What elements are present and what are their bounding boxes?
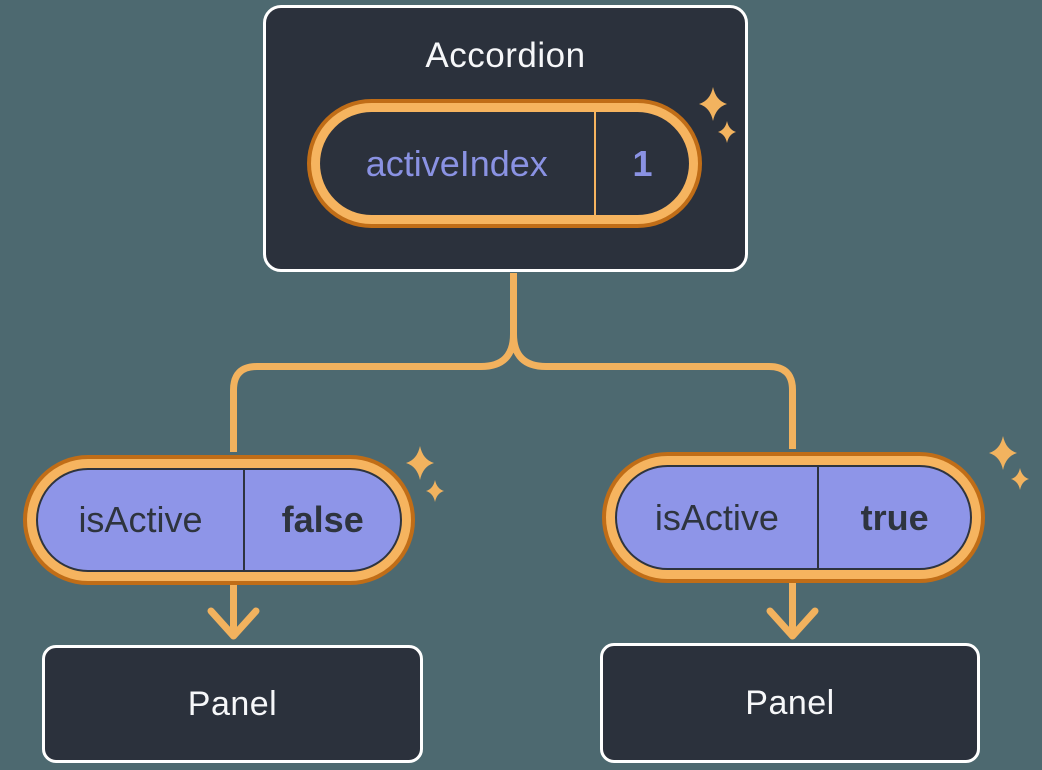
prop-name-right: isActive <box>654 496 779 538</box>
connector-root-left <box>230 273 517 452</box>
sparkle-icon-left-small <box>426 480 444 502</box>
prop-pill-right-divider <box>816 467 820 568</box>
state-pill: activeIndex 1 <box>307 99 702 228</box>
state-value: 1 <box>632 142 653 184</box>
prop-pill-left-body: isActive false <box>36 468 402 572</box>
state-pill-divider <box>593 112 596 215</box>
prop-pill-right-body: isActive true <box>615 465 972 570</box>
state-pill-body: activeIndex 1 <box>320 112 689 215</box>
prop-pill-right-glow: isActive true <box>606 456 981 579</box>
prop-pill-left: isActive false <box>23 455 415 585</box>
accordion-title: Accordion <box>425 36 586 75</box>
prop-name-left: isActive <box>78 499 203 540</box>
prop-value-left: false <box>281 499 364 540</box>
state-name: activeIndex <box>365 142 548 184</box>
arrow-down-icon-right <box>766 607 819 640</box>
prop-pill-left-glow: isActive false <box>27 459 411 581</box>
panel-label-right: Panel <box>745 683 835 722</box>
panel-label-left: Panel <box>187 684 278 723</box>
sparkle-icon-left-big <box>406 446 434 480</box>
sparkle-icon-right-small <box>1011 468 1029 490</box>
panel-card-left: Panel <box>42 645 423 763</box>
prop-value-right: true <box>860 496 929 538</box>
prop-pill-right: isActive true <box>602 452 985 583</box>
sparkle-icon-right-big <box>989 436 1017 470</box>
state-pill-glow: activeIndex 1 <box>311 103 698 224</box>
panel-card-right: Panel <box>600 643 980 763</box>
prop-pill-left-divider <box>242 470 246 570</box>
arrow-down-icon-left <box>207 607 260 640</box>
connector-root-right <box>510 273 796 449</box>
